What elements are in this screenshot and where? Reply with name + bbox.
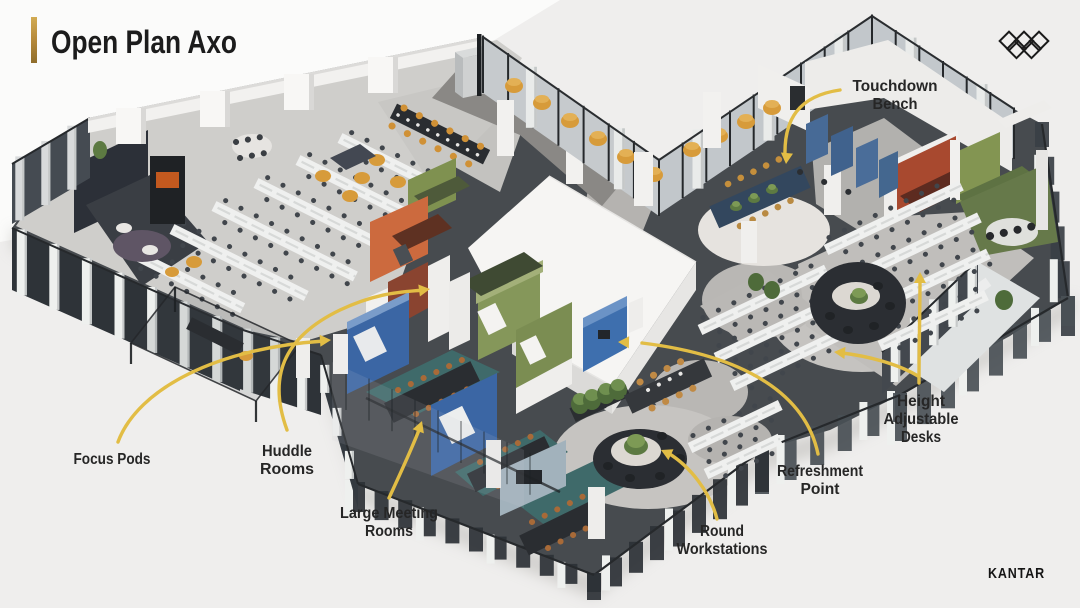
svg-text:Workstations: Workstations — [677, 541, 768, 558]
svg-text:Touchdown: Touchdown — [853, 78, 938, 95]
svg-text:Large Meeting: Large Meeting — [340, 505, 438, 522]
svg-text:Rooms: Rooms — [260, 461, 314, 478]
svg-text:Bench: Bench — [873, 96, 918, 113]
svg-text:Rooms: Rooms — [365, 523, 413, 540]
svg-text:KANTAR: KANTAR — [988, 566, 1045, 582]
svg-text:Refreshment: Refreshment — [777, 463, 863, 480]
svg-text:Round: Round — [700, 523, 744, 540]
svg-text:Point: Point — [801, 481, 840, 498]
svg-text:Open Plan Axo: Open Plan Axo — [51, 24, 237, 60]
svg-text:Focus Pods: Focus Pods — [74, 451, 151, 468]
svg-text:Adjustable: Adjustable — [884, 411, 959, 428]
svg-text:Desks: Desks — [901, 429, 941, 446]
svg-text:Huddle: Huddle — [262, 443, 312, 460]
svg-text:Height: Height — [897, 393, 945, 410]
